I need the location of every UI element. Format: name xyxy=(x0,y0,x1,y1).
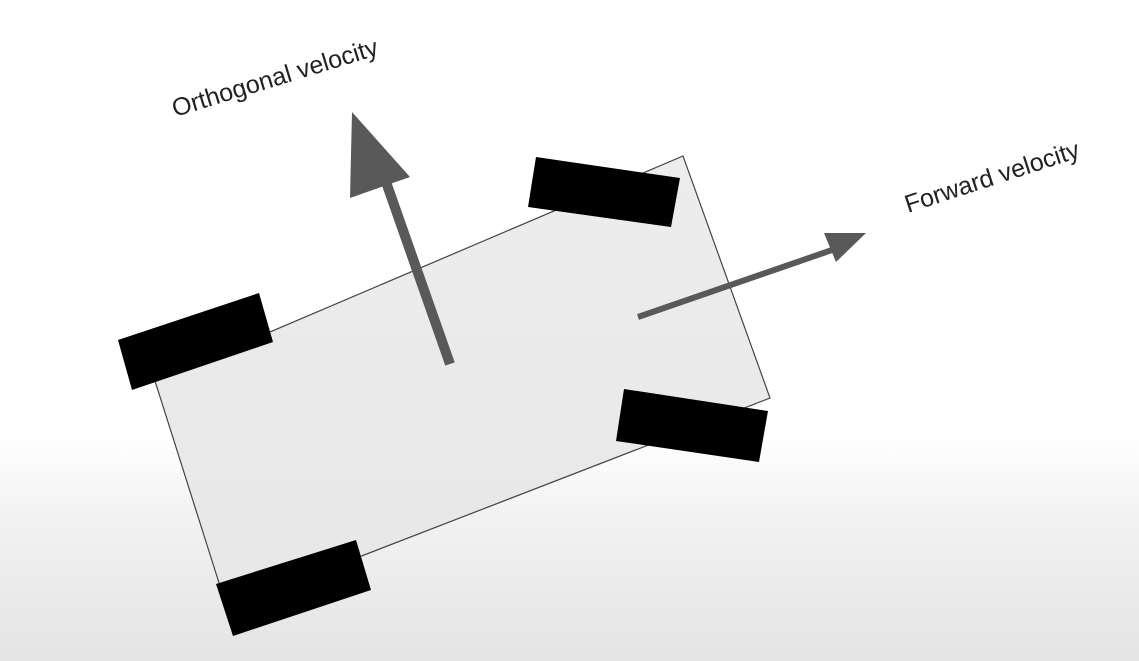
forward-velocity-label: Forward velocity xyxy=(901,136,1083,219)
orthogonal-velocity-label: Orthogonal velocity xyxy=(169,33,382,122)
vehicle-body xyxy=(155,156,770,608)
